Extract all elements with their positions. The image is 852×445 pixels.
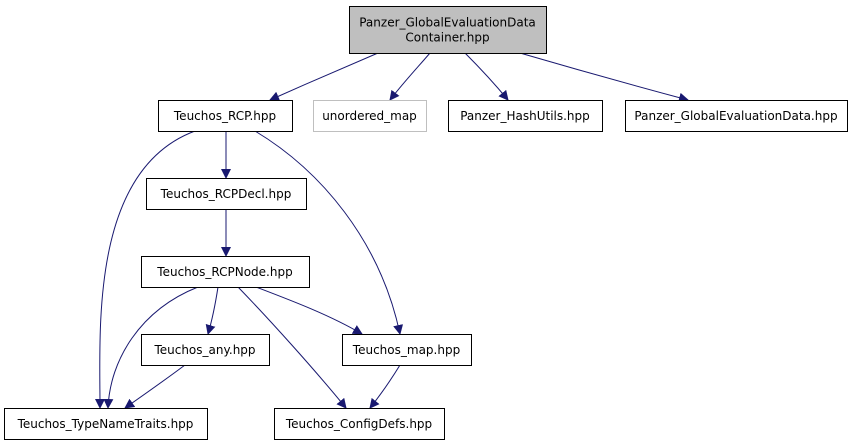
node-label: Panzer_GlobalEvaluationData.hpp xyxy=(634,109,837,123)
node-box xyxy=(141,334,270,366)
node-teuchos_typenametraits[interactable]: Teuchos_TypeNameTraits.hpp xyxy=(4,408,208,440)
node-teuchos_configdefs[interactable]: Teuchos_ConfigDefs.hpp xyxy=(274,408,445,440)
edge-teuchos_rcp-to-teuchos_typenametraits xyxy=(94,130,196,409)
edge-teuchos_rcpnode-to-teuchos_configdefs xyxy=(237,286,347,409)
node-label: Teuchos_RCPNode.hpp xyxy=(156,265,292,279)
node-teuchos_rcpnode[interactable]: Teuchos_RCPNode.hpp xyxy=(141,256,310,288)
node-panzer_hashutils[interactable]: Panzer_HashUtils.hpp xyxy=(448,100,603,132)
edge-teuchos_map-to-teuchos_configdefs xyxy=(369,364,401,409)
edges xyxy=(94,52,689,409)
node-label: Panzer_HashUtils.hpp xyxy=(460,109,590,123)
node-box xyxy=(274,408,445,440)
node-box xyxy=(448,100,603,132)
edge-teuchos_rcpnode-to-teuchos_typenametraits xyxy=(103,286,199,409)
node-teuchos_rcpdecl[interactable]: Teuchos_RCPDecl.hpp xyxy=(146,178,307,210)
node-box xyxy=(349,6,547,54)
node-box xyxy=(158,100,293,132)
edge-teuchos_any-to-teuchos_typenametraits xyxy=(124,364,186,409)
node-box xyxy=(4,408,208,440)
node-box xyxy=(342,334,472,366)
edge-root-to-unordered_map xyxy=(389,52,431,101)
node-label: Teuchos_RCP.hpp xyxy=(173,109,276,123)
edge-root-to-teuchos_rcp xyxy=(269,52,379,101)
edge-teuchos_rcpnode-to-teuchos_any xyxy=(205,286,219,335)
node-unordered_map[interactable]: unordered_map xyxy=(313,100,427,132)
node-label: Panzer_GlobalEvaluationData xyxy=(359,16,536,30)
node-label: unordered_map xyxy=(322,109,417,123)
node-teuchos_any[interactable]: Teuchos_any.hpp xyxy=(141,334,270,366)
edge-teuchos_rcp-to-teuchos_map xyxy=(254,130,404,335)
node-label: Container.hpp xyxy=(405,31,489,45)
node-label: Teuchos_TypeNameTraits.hpp xyxy=(17,417,194,431)
node-label: Teuchos_ConfigDefs.hpp xyxy=(285,417,432,431)
node-label: Teuchos_map.hpp xyxy=(352,343,460,357)
node-label: Teuchos_RCPDecl.hpp xyxy=(160,187,292,201)
node-teuchos_rcp[interactable]: Teuchos_RCP.hpp xyxy=(158,100,293,132)
node-label: Teuchos_any.hpp xyxy=(153,343,255,357)
node-box xyxy=(313,100,427,132)
edge-teuchos_rcpnode-to-teuchos_map xyxy=(255,286,363,335)
node-teuchos_map[interactable]: Teuchos_map.hpp xyxy=(342,334,472,366)
node-box xyxy=(625,100,848,132)
node-panzer_globalevaluationdata[interactable]: Panzer_GlobalEvaluationData.hpp xyxy=(625,100,848,132)
edge-root-to-panzer_globalevaluationdata xyxy=(519,52,689,103)
edge-root-to-panzer_hashutils xyxy=(464,52,509,101)
node-box xyxy=(146,178,307,210)
nodes: Panzer_GlobalEvaluationDataContainer.hpp… xyxy=(4,6,848,440)
node-box xyxy=(141,256,310,288)
